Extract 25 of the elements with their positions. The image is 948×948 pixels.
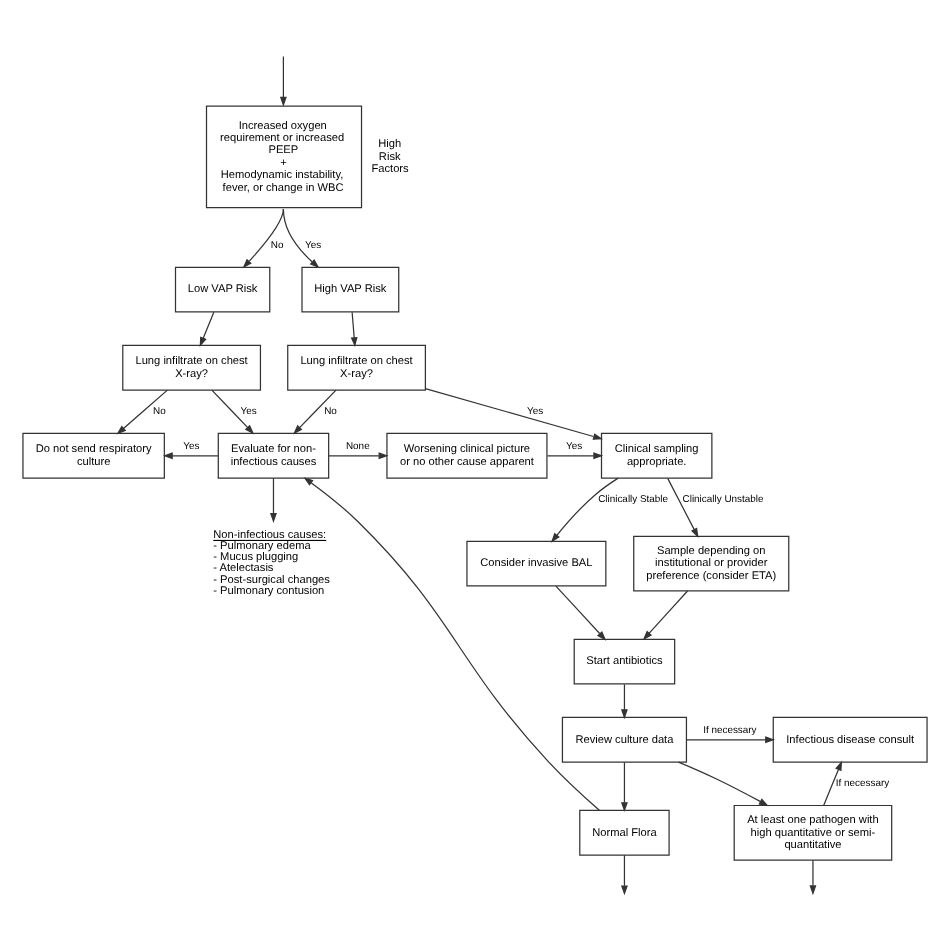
arrow: [545, 451, 603, 459]
arrow: [554, 584, 606, 640]
arrow: [822, 759, 842, 805]
arrow: [281, 207, 319, 268]
arrow: [676, 760, 768, 806]
arrow: [198, 310, 214, 346]
arrow: [349, 310, 357, 347]
arrow: [278, 54, 286, 106]
arrow: [619, 682, 627, 719]
arrow: [327, 451, 388, 459]
arrow: [269, 476, 276, 522]
arrow: [685, 735, 775, 743]
arrow: [641, 589, 688, 640]
arrow: [241, 207, 283, 268]
arrow: [808, 858, 816, 895]
arrow: [115, 388, 167, 434]
arrow: [619, 853, 627, 895]
arrow: [210, 388, 254, 434]
arrow: [161, 451, 218, 459]
arrow: [423, 387, 602, 439]
arrow: [666, 476, 698, 537]
arrow: [292, 388, 336, 434]
arrow: [302, 476, 599, 810]
arrow: [619, 760, 627, 812]
arrow: [549, 476, 618, 542]
